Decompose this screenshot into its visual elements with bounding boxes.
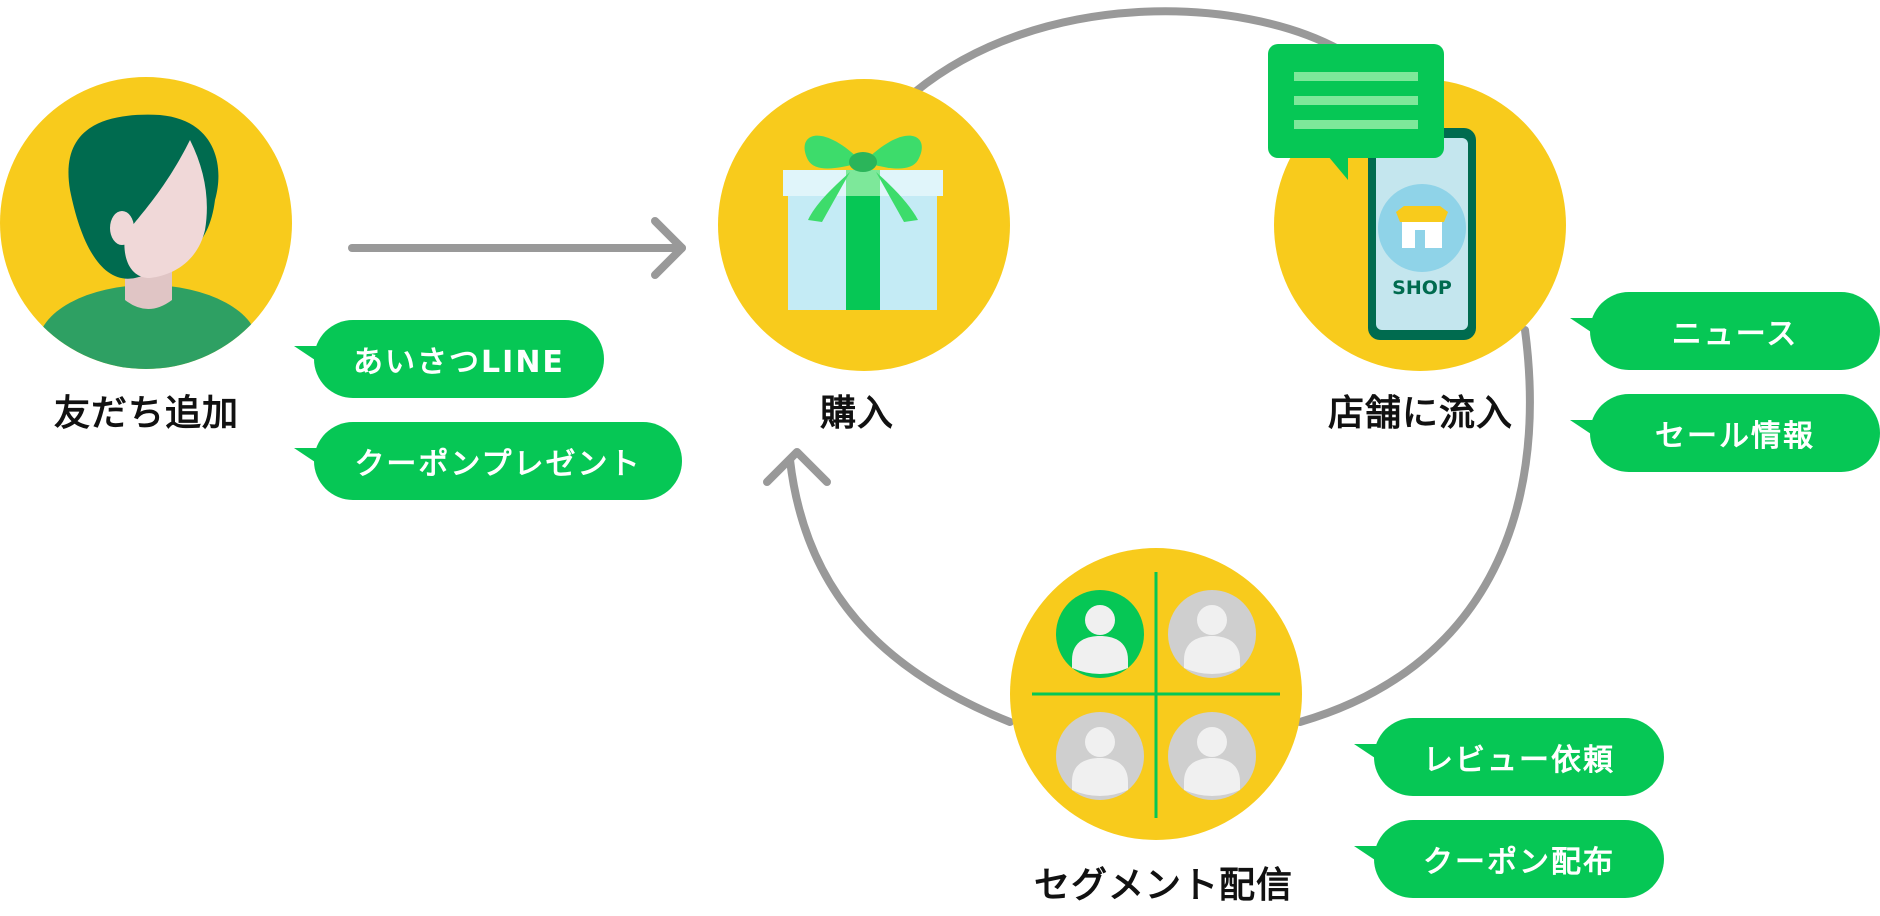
straight-arrow (348, 217, 686, 279)
bubble-sale-info: セール情報 (1570, 394, 1880, 472)
user-avatar (1056, 712, 1144, 800)
user-avatar-selected (1056, 590, 1144, 678)
cycle-arrow (763, 7, 1534, 726)
shop-text: SHOP (1392, 277, 1452, 299)
node-label-store: 店舗に流入 (1328, 393, 1514, 434)
user-avatar (1168, 712, 1256, 800)
node-label-friend-add: 友だち追加 (54, 393, 240, 434)
bubble-coupon-distribution: クーポン配布 (1354, 820, 1664, 898)
person-icon (0, 77, 292, 369)
user-avatar (1168, 590, 1256, 678)
smartphone-shop-icon: SHOP (1268, 44, 1566, 371)
node-label-segment: セグメント配信 (1034, 865, 1294, 906)
bubble-review-request: レビュー依頼 (1354, 718, 1664, 796)
node-label-purchase: 購入 (820, 393, 895, 434)
bubble-coupon-present: クーポンプレゼント (294, 422, 682, 500)
user-grid-icon (1010, 548, 1302, 840)
bubble-news: ニュース (1570, 292, 1880, 370)
bubble-greeting: あいさつLINE (294, 320, 604, 398)
gift-icon (718, 79, 1010, 371)
